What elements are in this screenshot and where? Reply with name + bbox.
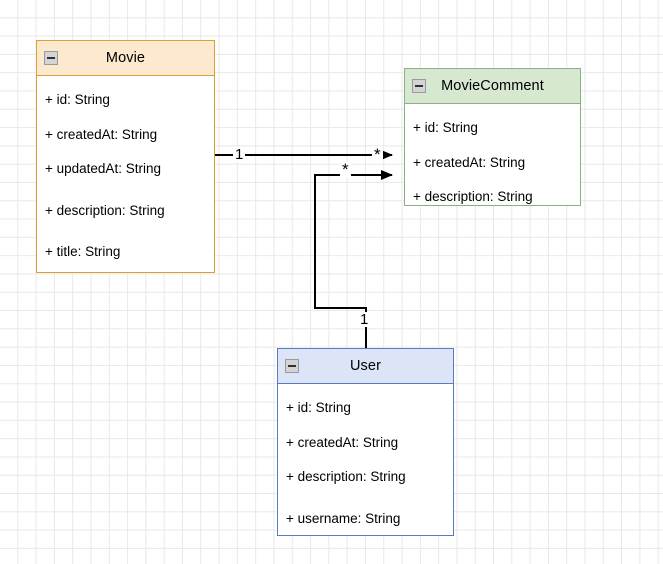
attribute-row: + id: String (45, 92, 110, 107)
attribute-row: + id: String (286, 400, 351, 415)
multiplicity-moviecomment-target-from-movie: * (372, 145, 383, 164)
class-attributes-moviecomment: + id: String + createdAt: String + descr… (405, 104, 580, 204)
class-attributes-movie: + id: String + createdAt: String + updat… (37, 76, 214, 259)
class-box-user[interactable]: User + id: String + createdAt: String + … (277, 348, 454, 536)
multiplicity-movie-source: 1 (233, 146, 246, 163)
attribute-row: + description: String (45, 202, 165, 218)
class-box-moviecomment[interactable]: MovieComment + id: String + createdAt: S… (404, 68, 581, 206)
class-attributes-user: + id: String + createdAt: String + descr… (278, 384, 453, 525)
minus-square-icon[interactable] (44, 51, 58, 65)
class-box-movie[interactable]: Movie + id: String + createdAt: String +… (36, 40, 215, 273)
class-header-movie: Movie (37, 41, 214, 76)
class-name-movie: Movie (105, 50, 146, 66)
class-name-moviecomment: MovieComment (441, 78, 544, 94)
class-name-user: User (349, 358, 381, 374)
attribute-row: + id: String (413, 120, 478, 135)
class-header-user: User (278, 349, 453, 384)
class-header-moviecomment: MovieComment (405, 69, 580, 104)
attribute-row: + description: String (413, 189, 533, 204)
multiplicity-moviecomment-target-from-user: * (340, 160, 351, 179)
multiplicity-user-source: 1 (358, 311, 371, 328)
edge-user-to-moviecomment[interactable] (314, 170, 393, 348)
attribute-row: + updatedAt: String (45, 161, 161, 176)
attribute-row: + description: String (286, 469, 406, 484)
attribute-row: + createdAt: String (45, 126, 158, 142)
minus-square-icon[interactable] (412, 79, 426, 93)
attribute-row: + createdAt: String (413, 154, 526, 170)
attribute-row: + createdAt: String (286, 434, 399, 450)
attribute-row: + username: String (286, 510, 401, 526)
attribute-row: + title: String (45, 244, 121, 259)
minus-square-icon[interactable] (285, 359, 299, 373)
